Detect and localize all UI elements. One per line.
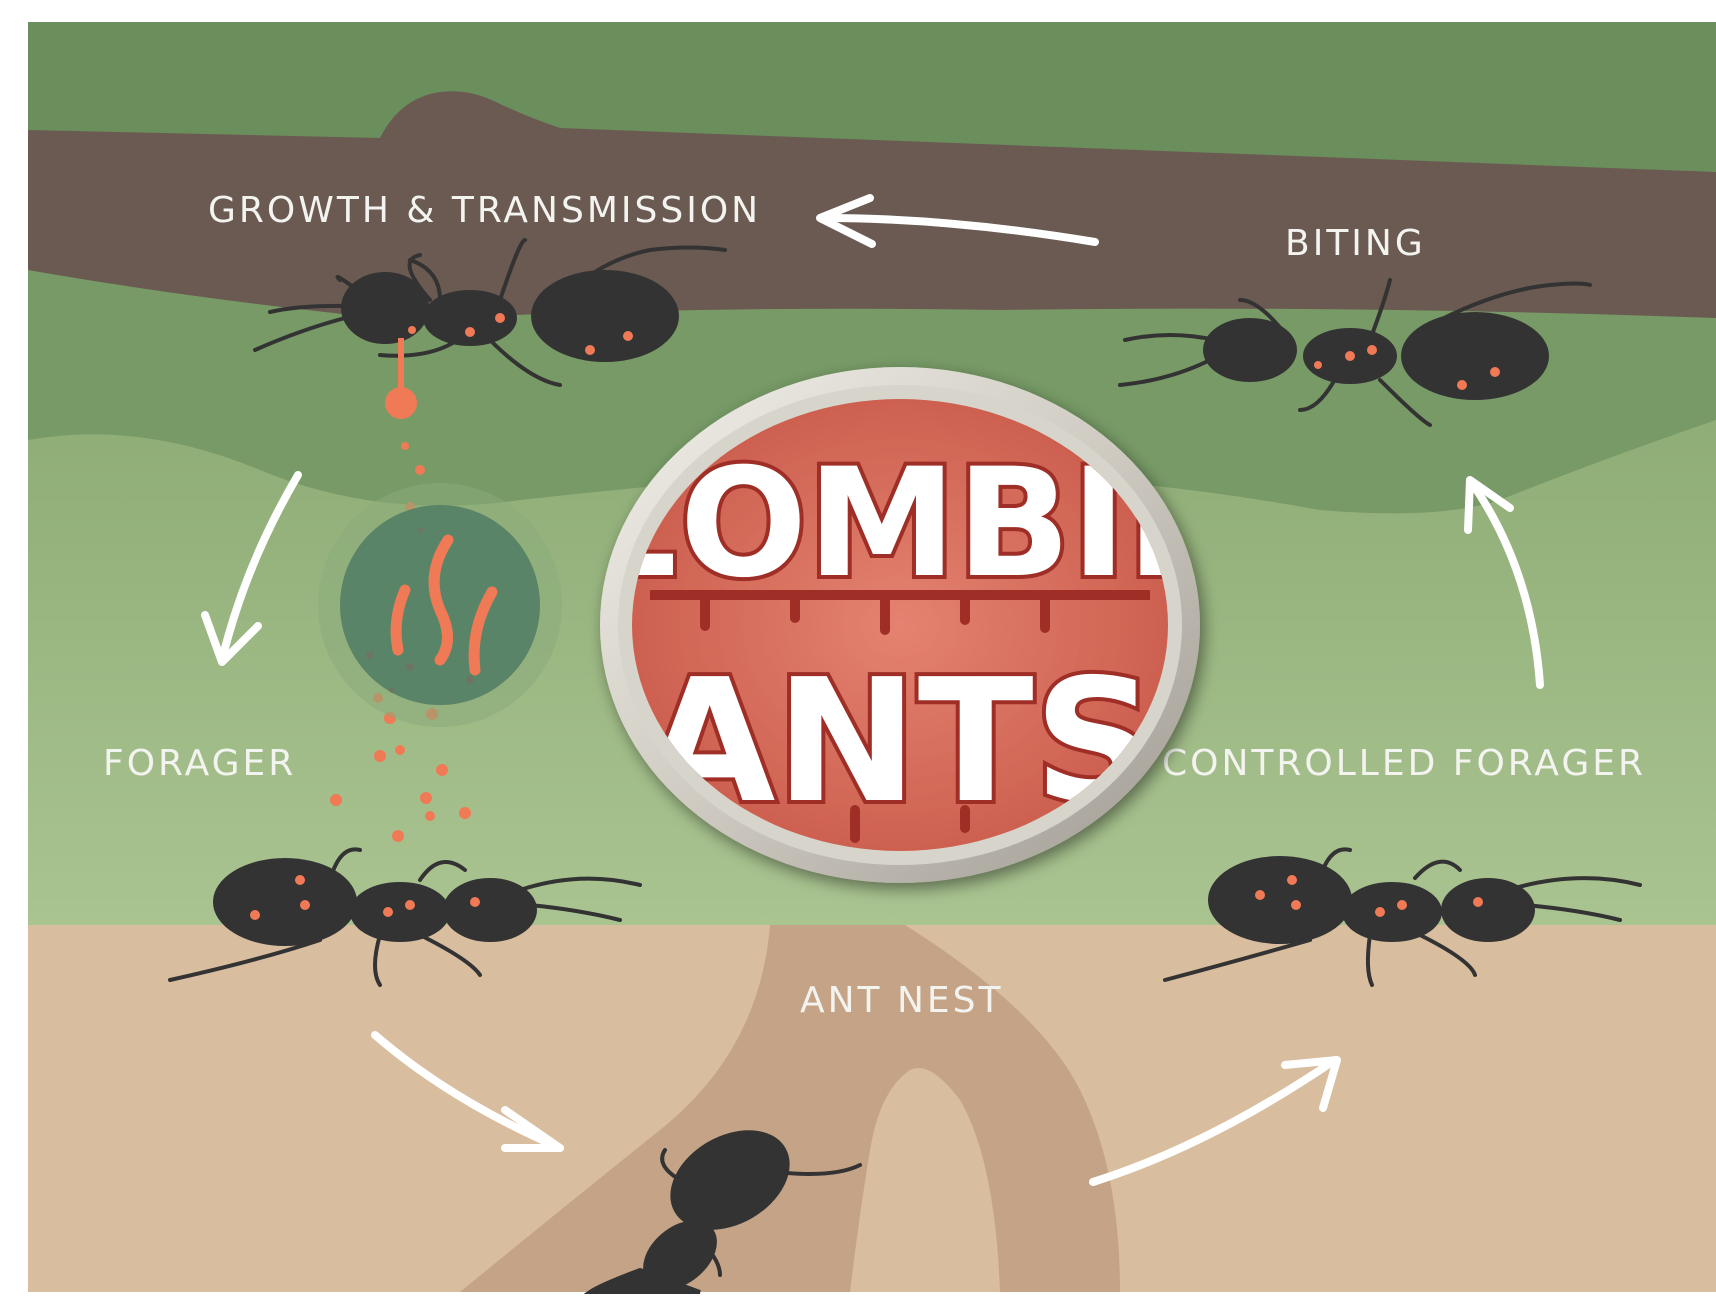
stage-label-forager: FORAGER <box>103 743 296 784</box>
stage-label-ant-nest: ANT NEST <box>800 980 1004 1021</box>
stage-label-growth: GROWTH & TRANSMISSION <box>208 190 761 231</box>
fungus-icon <box>318 483 562 727</box>
stage-label-controlled-forager: CONTROLLED FORAGER <box>1162 743 1646 784</box>
stage-label-biting: BITING <box>1285 223 1426 264</box>
